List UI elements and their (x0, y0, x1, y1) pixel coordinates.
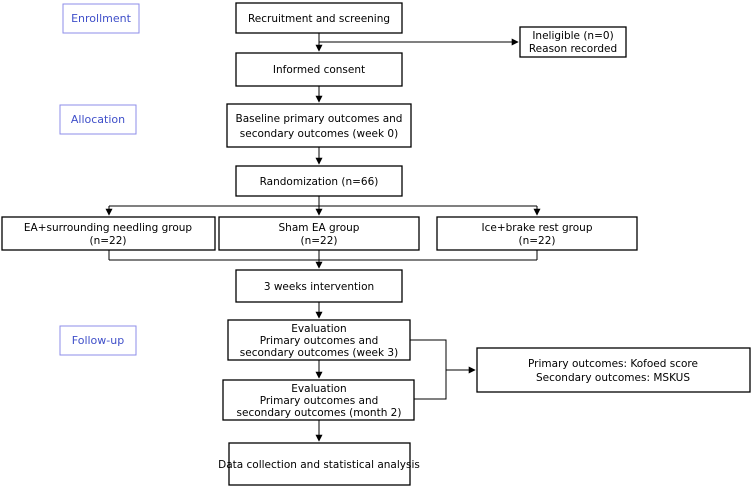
box-group-ea: EA+surrounding needling group (n=22) (1, 216, 216, 251)
box-outcomes-line2: Secondary outcomes: MSKUS (536, 372, 690, 384)
box-analysis-text: Data collection and statistical analysis (218, 459, 420, 471)
stage-enrollment: Enrollment (62, 3, 140, 34)
box-group-ea-line1: EA+surrounding needling group (24, 222, 192, 234)
bracket-evaluations (410, 339, 447, 400)
box-baseline: Baseline primary outcomes and secondary … (226, 103, 412, 148)
box-group-ice-line1: Ice+brake rest group (481, 222, 592, 234)
box-eval-week3-line3: secondary outcomes (week 3) (240, 347, 398, 359)
box-ineligible-line1: Ineligible (n=0) (532, 30, 613, 42)
box-eval-month2-line2: Primary outcomes and (260, 395, 379, 407)
box-ineligible-line2: Reason recorded (529, 43, 617, 55)
box-outcomes: Primary outcomes: Kofoed score Secondary… (476, 347, 751, 393)
box-eval-week3: Evaluation Primary outcomes and secondar… (227, 319, 411, 361)
stage-enrollment-label: Enrollment (71, 12, 131, 25)
box-group-ea-line2: (n=22) (89, 235, 126, 247)
box-group-ice: Ice+brake rest group (n=22) (436, 216, 638, 251)
box-consent-text: Informed consent (273, 64, 365, 76)
box-baseline-line1: Baseline primary outcomes and (236, 113, 403, 125)
stage-allocation: Allocation (59, 104, 137, 135)
box-eval-week3-line2: Primary outcomes and (260, 335, 379, 347)
box-group-sham-line1: Sham EA group (279, 222, 360, 234)
box-randomization: Randomization (n=66) (235, 165, 403, 197)
box-intervention: 3 weeks intervention (235, 269, 403, 303)
box-outcomes-line1: Primary outcomes: Kofoed score (528, 358, 698, 370)
box-eval-month2-line1: Evaluation (291, 383, 346, 395)
box-recruitment-text: Recruitment and screening (248, 13, 390, 25)
box-consent: Informed consent (235, 52, 403, 87)
box-group-sham-line2: (n=22) (300, 235, 337, 247)
stage-followup-label: Follow-up (72, 334, 124, 347)
connectors (105, 33, 541, 442)
box-baseline-line2: secondary outcomes (week 0) (240, 128, 398, 140)
stage-allocation-label: Allocation (71, 113, 125, 126)
box-eval-month2-line3: secondary outcomes (month 2) (237, 407, 402, 419)
box-group-sham: Sham EA group (n=22) (218, 216, 420, 251)
stage-followup: Follow-up (59, 325, 137, 356)
box-intervention-text: 3 weeks intervention (264, 281, 374, 293)
box-eval-month2: Evaluation Primary outcomes and secondar… (222, 379, 415, 421)
box-recruitment: Recruitment and screening (235, 2, 403, 34)
box-randomization-text: Randomization (n=66) (260, 176, 379, 188)
box-ineligible: Ineligible (n=0) Reason recorded (519, 26, 627, 58)
box-eval-week3-line1: Evaluation (291, 323, 346, 335)
box-group-ice-line2: (n=22) (518, 235, 555, 247)
box-analysis: Data collection and statistical analysis (218, 442, 420, 486)
